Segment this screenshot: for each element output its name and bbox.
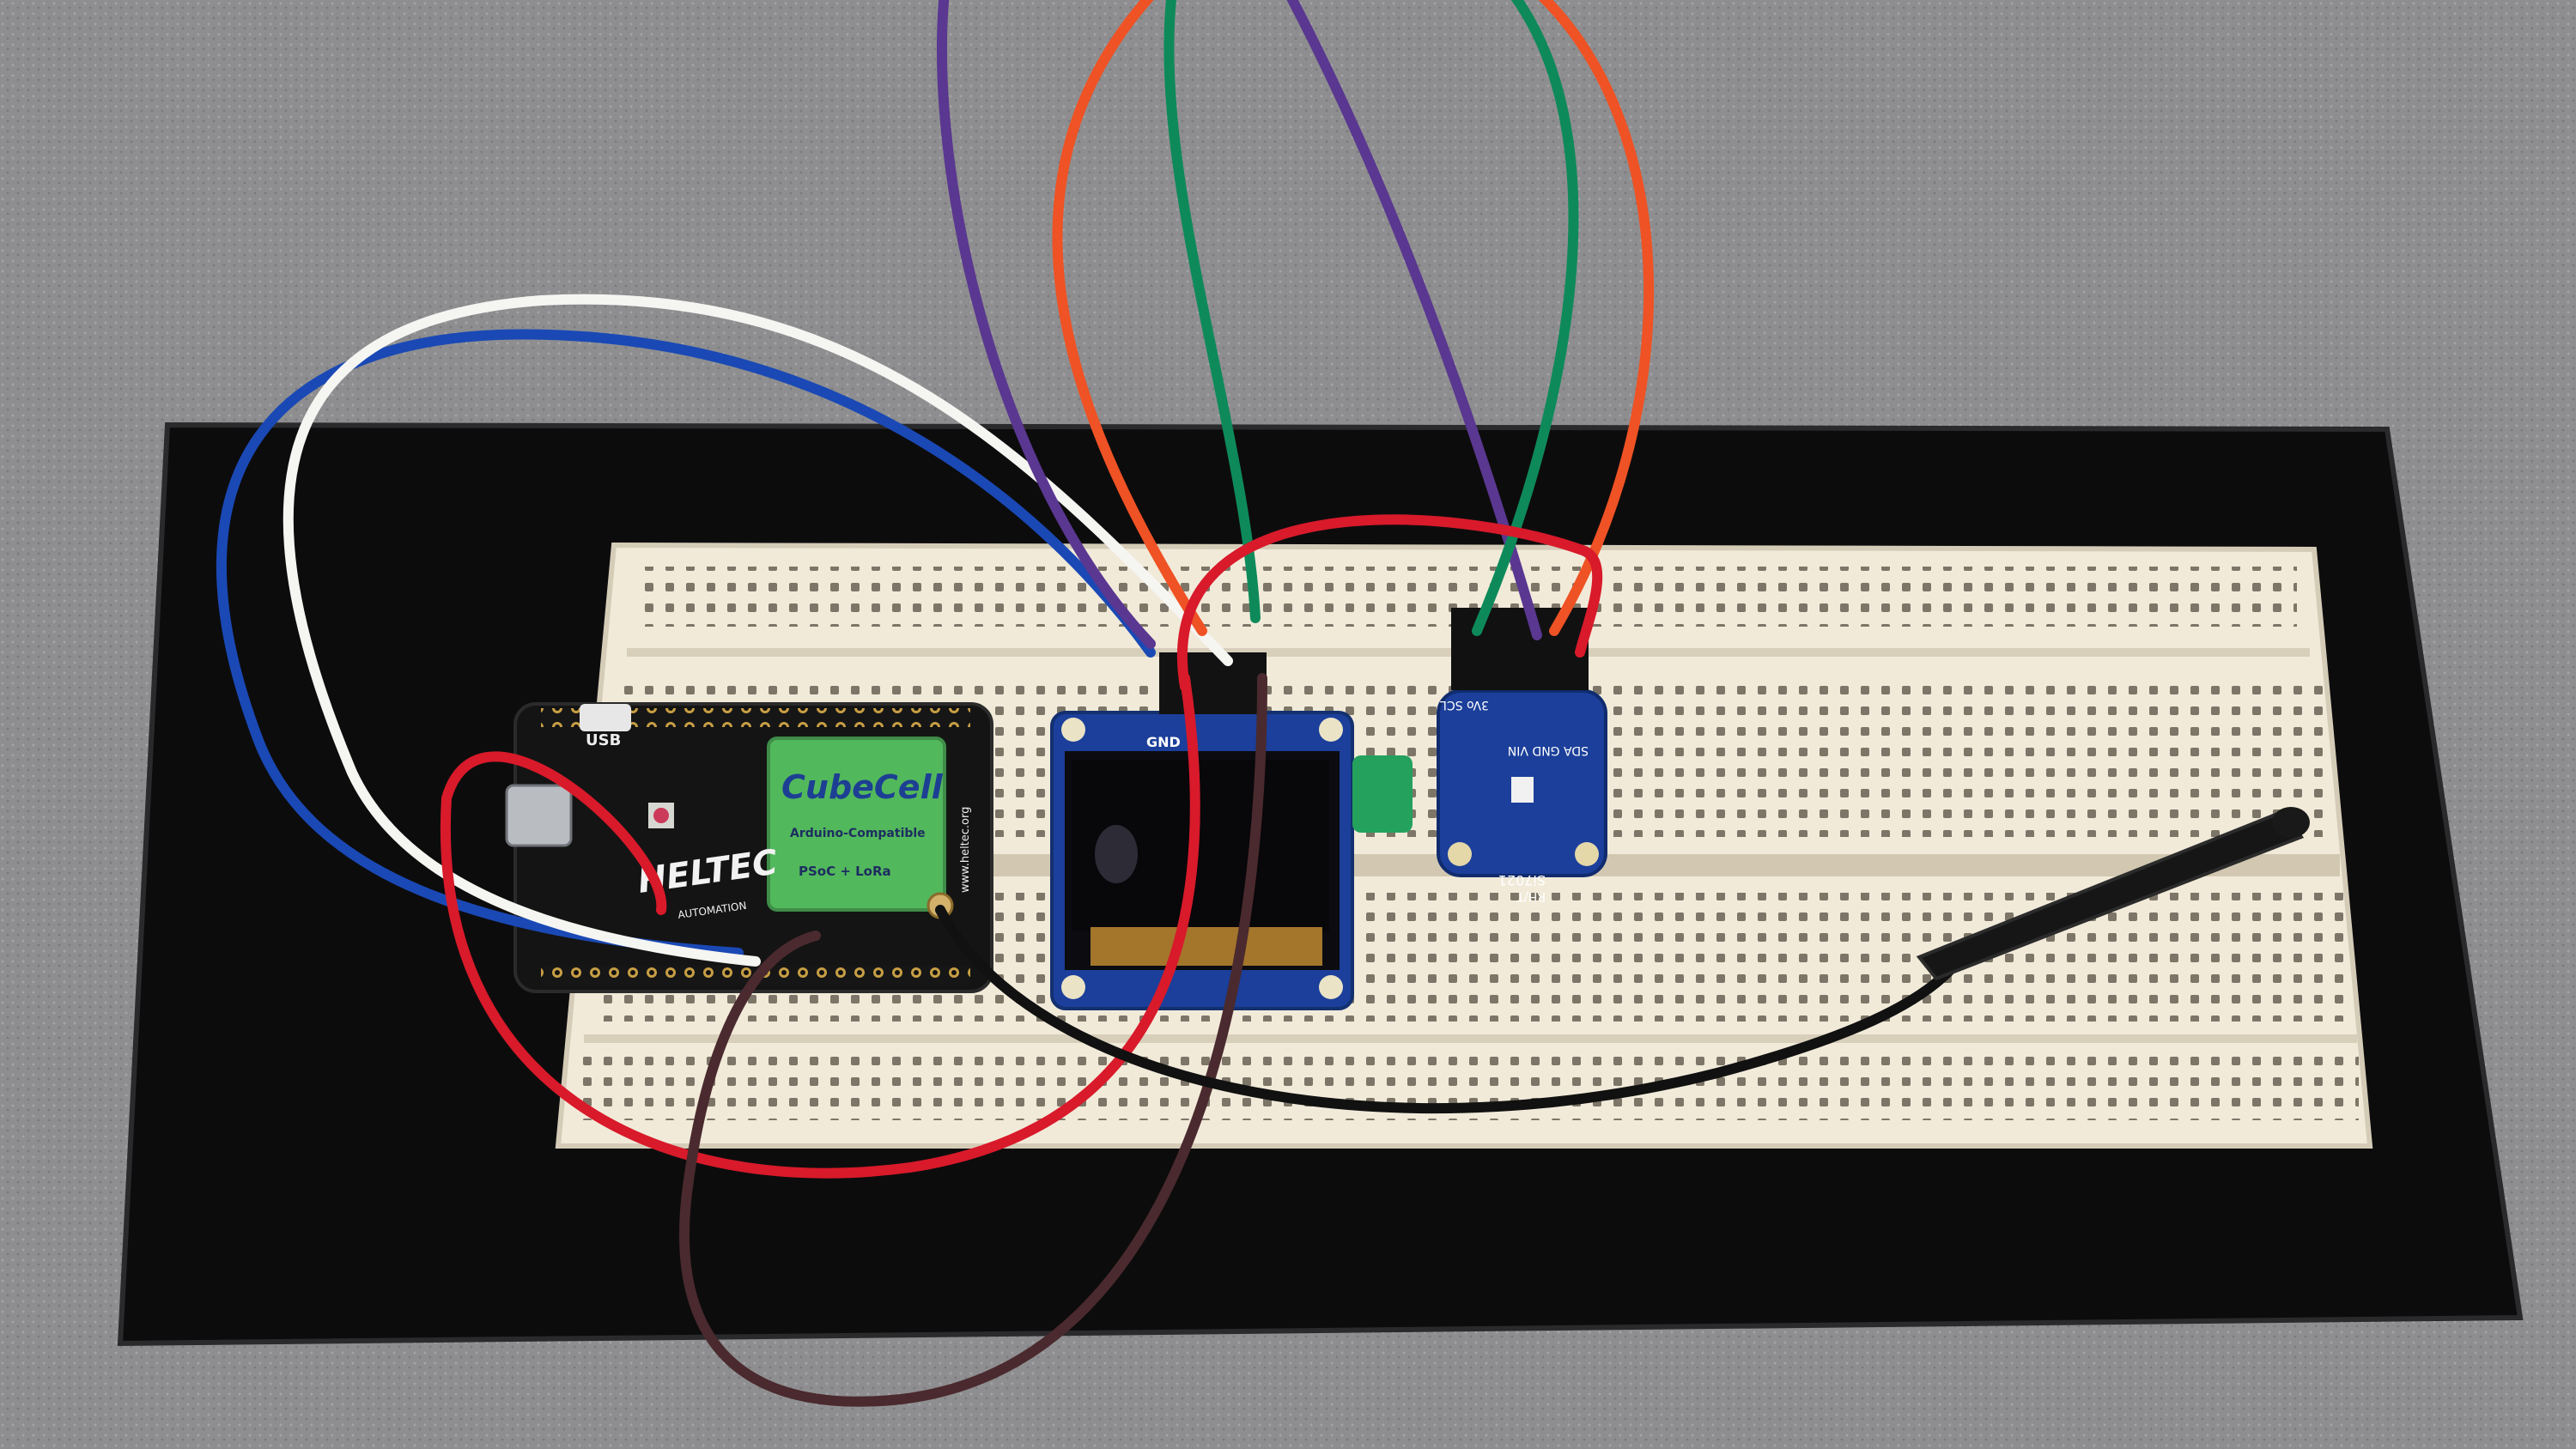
- white-wire: [283, 294, 1233, 967]
- antenna-wire: [935, 905, 1963, 1114]
- heltec-url: www.heltec.org: [959, 807, 972, 893]
- si7021-sensor: 3Vo SCL SDA GND VIN Si7021 RH/T: [1437, 608, 1607, 903]
- cubecell-logo: CubeCell: [781, 768, 944, 806]
- sensor-model-sub: RH/T: [1516, 889, 1546, 903]
- green-wire: [1163, 0, 1261, 623]
- green-wire-2: [1472, 0, 1579, 636]
- red-wire: [1177, 514, 1603, 692]
- sensor-pins-top: 3Vo SCL: [1440, 698, 1489, 712]
- oled-display: GND: [1050, 652, 1413, 1010]
- orange-wire: [1052, 0, 1207, 636]
- cubecell-module: [767, 737, 946, 912]
- orange-wire-2: [1538, 0, 1654, 636]
- brown-wire: [679, 673, 1267, 1407]
- cubecell-subtitle: Arduino-Compatible: [790, 827, 926, 840]
- cubecell-chip-label: PSoC + LoRa: [799, 864, 891, 879]
- red-wire-2: [440, 673, 1200, 1179]
- purple-wire-2: [1286, 0, 1542, 640]
- usb-port: [505, 784, 573, 847]
- header-pins-top: [541, 708, 970, 727]
- oled-flex-cable: [1352, 755, 1413, 833]
- sensor-pins-bottom: SDA GND VIN: [1508, 743, 1589, 757]
- usb-label: USB: [586, 731, 621, 749]
- jumper-wires: [216, 0, 1963, 1407]
- reset-button: [580, 704, 631, 731]
- blue-wire: [216, 329, 1156, 958]
- purple-wire: [937, 0, 1156, 649]
- sensor-model: Si7021: [1498, 872, 1546, 888]
- oled-pin-label: GND: [1146, 734, 1181, 750]
- antenna: [1916, 809, 2305, 981]
- cubecell-board: USB CubeCell Arduino-Compatible PSoC + L…: [505, 702, 993, 993]
